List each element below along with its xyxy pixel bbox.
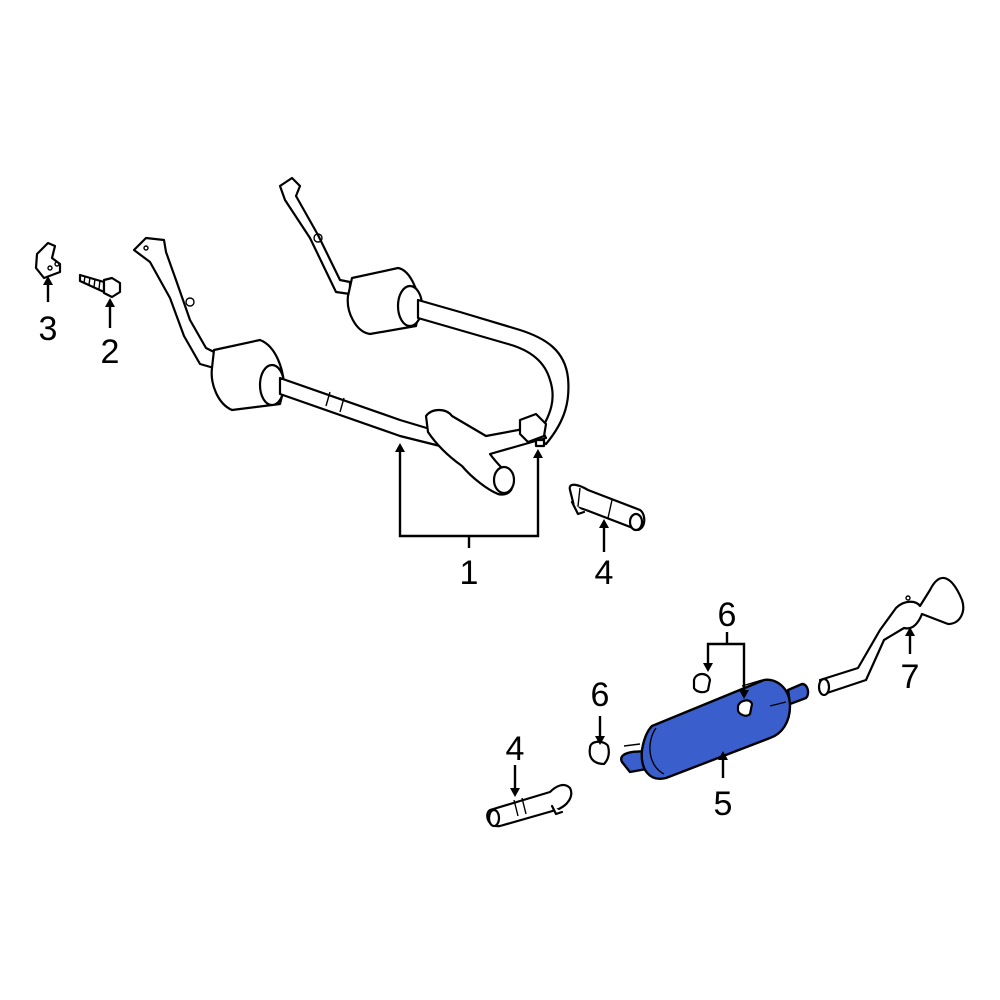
callout-6-lower: 6 xyxy=(590,676,610,714)
callout-5: 5 xyxy=(713,785,733,823)
arrowhead-icon xyxy=(395,443,405,452)
insulator-part-6-left[interactable] xyxy=(588,740,610,766)
callout-1: 1 xyxy=(459,554,479,592)
bracket-part-3[interactable] xyxy=(34,241,62,280)
clamp-part-4-lower[interactable] xyxy=(486,783,573,828)
arrowhead-icon xyxy=(595,736,605,745)
arrowhead-icon xyxy=(533,449,543,458)
callout-6-upper: 6 xyxy=(717,596,737,634)
bolt-part-2[interactable] xyxy=(78,273,122,299)
muffler-part-5[interactable] xyxy=(620,678,810,780)
arrowhead-icon xyxy=(510,788,520,797)
arrowhead-icon xyxy=(905,627,915,636)
arrowhead-icon xyxy=(718,751,728,760)
clamp-part-4-upper[interactable] xyxy=(568,483,646,532)
arrowhead-icon xyxy=(599,519,609,528)
callout-3: 3 xyxy=(38,310,58,348)
callout-7: 7 xyxy=(900,658,920,696)
arrowhead-icon xyxy=(703,663,713,672)
tailpipe-part-7[interactable] xyxy=(817,576,965,697)
converter-assembly-part-1[interactable] xyxy=(132,176,570,496)
leader-6-upper xyxy=(706,642,746,690)
callout-4-upper: 4 xyxy=(594,554,614,592)
insulator-part-6-upper[interactable] xyxy=(692,672,712,694)
arrowhead-icon xyxy=(43,276,53,285)
arrowhead-icon xyxy=(739,690,749,699)
callout-4-lower: 4 xyxy=(505,730,525,768)
callout-2: 2 xyxy=(100,333,120,371)
arrowhead-icon xyxy=(105,298,115,307)
